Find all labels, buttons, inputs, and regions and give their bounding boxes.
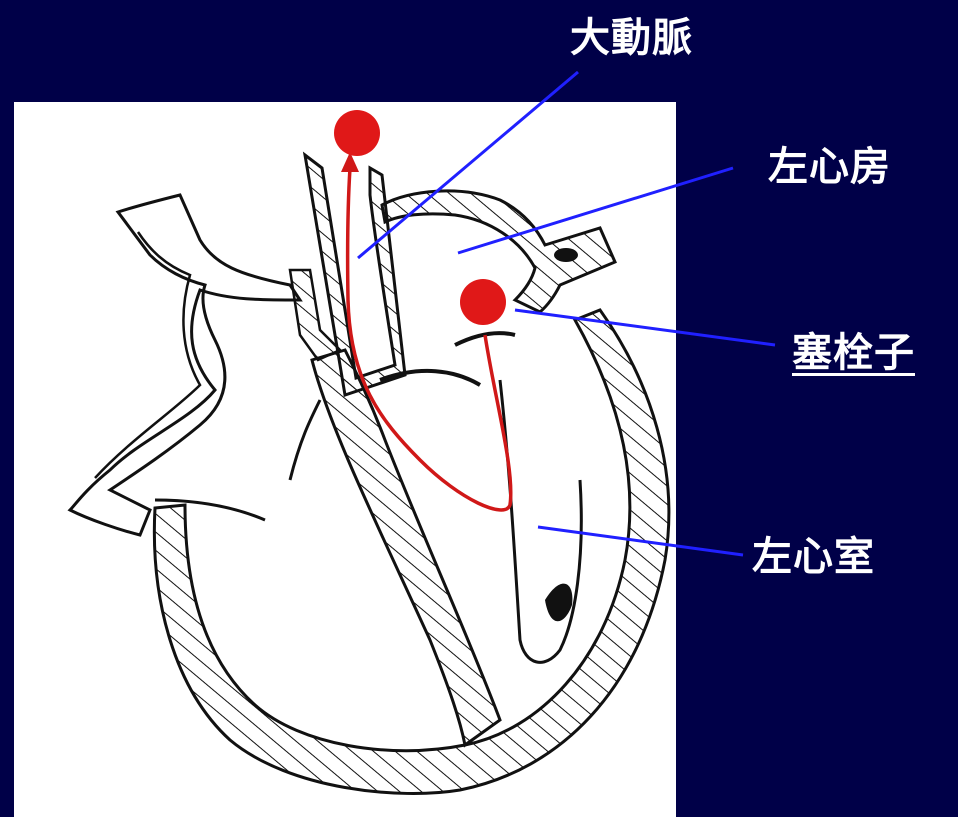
label-left-ventricle: 左心室 xyxy=(752,534,875,580)
aorta xyxy=(302,151,407,397)
ventricle-wall xyxy=(152,308,671,795)
label-embolus: 塞栓子 xyxy=(792,330,915,376)
mitral-valve xyxy=(379,331,516,387)
label-aorta: 大動脈 xyxy=(570,15,693,61)
right-atrium-inner xyxy=(94,231,202,479)
right-atrium xyxy=(67,193,303,537)
embolus-aorta-icon xyxy=(334,110,380,156)
label-left-atrium: 左心房 xyxy=(768,144,891,190)
leader-line-aorta xyxy=(357,70,579,260)
embolus-left-atrium-icon xyxy=(460,279,506,325)
leader-line-embolus xyxy=(514,308,776,347)
embolus-flow-path xyxy=(345,167,513,512)
leader-line-left-atrium xyxy=(457,166,734,255)
tricuspid-valve xyxy=(154,399,322,522)
lv-inner-wall xyxy=(498,379,583,664)
septum xyxy=(310,348,502,748)
papillary-muscle xyxy=(545,583,573,622)
flow-arrowhead-icon xyxy=(341,152,359,172)
pulmonary-vein-opening xyxy=(554,248,578,262)
leader-line-left-ventricle xyxy=(537,525,744,557)
